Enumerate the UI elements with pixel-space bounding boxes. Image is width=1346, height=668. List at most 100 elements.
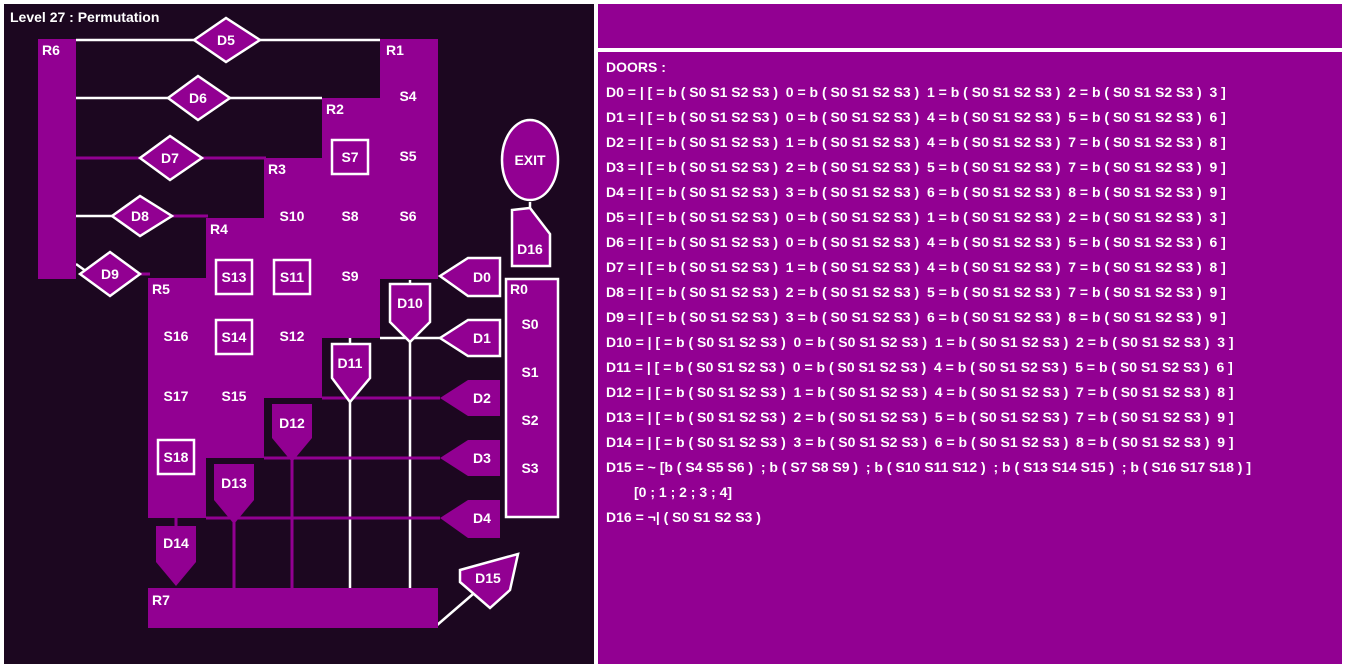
door-d0: [437, 256, 502, 298]
door-d15: [458, 552, 520, 610]
switch-s3: S3: [521, 460, 538, 476]
exit-label: EXIT: [514, 152, 546, 168]
rule-d9: D9 = | [ = b ( S0 S1 S2 S3 ) 3 = b ( S0 …: [606, 309, 1226, 325]
rule-d3: D3 = | [ = b ( S0 S1 S2 S3 ) 2 = b ( S0 …: [606, 159, 1226, 175]
door-label-d12: D12: [279, 415, 305, 431]
door-label-d2: D2: [473, 390, 491, 406]
switch-s12: S12: [280, 328, 305, 344]
rule-d8: D8 = | [ = b ( S0 S1 S2 S3 ) 2 = b ( S0 …: [606, 284, 1226, 300]
purple-doors[interactable]: [156, 380, 500, 586]
room-r6: [38, 39, 76, 279]
rule-d11: D11 = | [ = b ( S0 S1 S2 S3 ) 0 = b ( S0…: [606, 359, 1233, 375]
room-label-r5: R5: [152, 281, 170, 297]
rule-d12: D12 = | [ = b ( S0 S1 S2 S3 ) 1 = b ( S0…: [606, 384, 1234, 400]
switch-s9: S9: [341, 268, 358, 284]
game-board: EXIT: [4, 4, 594, 664]
switch-s1: S1: [521, 364, 538, 380]
room-r0: [504, 277, 560, 519]
room-r7: [148, 588, 438, 628]
door-d4: [440, 500, 500, 538]
door-label-d4: D4: [473, 510, 491, 526]
room-label-r6: R6: [42, 42, 60, 58]
door-label-d6: D6: [189, 90, 207, 106]
switch-s14: S14: [222, 329, 247, 345]
switch-s17: S17: [164, 388, 189, 404]
exit-node[interactable]: [500, 118, 560, 202]
door-label-d5: D5: [217, 32, 235, 48]
door-d6: [165, 74, 233, 122]
doors-heading: DOORS :: [606, 59, 666, 75]
door-d8: [109, 194, 175, 238]
switch-boxes: [156, 138, 370, 476]
rule-d0: D0 = | [ = b ( S0 S1 S2 S3 ) 0 = b ( S0 …: [606, 84, 1226, 100]
door-d14: [156, 526, 196, 586]
rule-d15-values: [0 ; 1 ; 2 ; 3 ; 4]: [634, 484, 733, 500]
switch-s7: S7: [341, 149, 358, 165]
switch-s11: S11: [280, 269, 304, 285]
level-map: EXIT: [38, 16, 560, 628]
room-label-r4: R4: [210, 221, 228, 237]
switch-s5: S5: [399, 148, 416, 164]
room-label-r7: R7: [152, 592, 170, 608]
door-label-d14: D14: [163, 535, 189, 551]
switch-s8: S8: [341, 208, 358, 224]
door-label-d16: D16: [517, 241, 543, 257]
switch-s16: S16: [164, 328, 189, 344]
door-d13: [214, 464, 254, 524]
rule-d13: D13 = | [ = b ( S0 S1 S2 S3 ) 2 = b ( S0…: [606, 409, 1234, 425]
door-label-d15: D15: [475, 570, 501, 586]
rule-d1: D1 = | [ = b ( S0 S1 S2 S3 ) 0 = b ( S0 …: [606, 109, 1226, 125]
rule-d2: D2 = | [ = b ( S0 S1 S2 S3 ) 1 = b ( S0 …: [606, 134, 1226, 150]
room-label-r1: R1: [386, 42, 404, 58]
door-d7: [137, 134, 205, 182]
door-label-d11: D11: [338, 355, 363, 371]
doors[interactable]: [77, 16, 552, 610]
door-d2: [440, 380, 500, 416]
switch-s13: S13: [222, 269, 247, 285]
door-d3: [440, 440, 500, 476]
door-d9: [77, 250, 143, 298]
door-label-d9: D9: [101, 266, 119, 282]
rooms: [38, 39, 438, 628]
rule-d16: D16 = ¬| ( S0 S1 S2 S3 ): [606, 509, 761, 525]
level-title: Level 27 : Permutation: [10, 9, 160, 25]
rules-panel: DOORS : D0 = | [ = b ( S0 S1 S2 S3 ) 0 =…: [598, 52, 1342, 664]
rule-d15: D15 = ~ [b ( S4 S5 S6 ) ; b ( S7 S8 S9 )…: [606, 459, 1252, 475]
door-label-d10: D10: [397, 295, 423, 311]
switch-s18: S18: [164, 449, 189, 465]
door-label-d1: D1: [473, 330, 491, 346]
room-label-r0: R0: [510, 281, 528, 297]
rule-d5: D5 = | [ = b ( S0 S1 S2 S3 ) 0 = b ( S0 …: [606, 209, 1226, 225]
rule-d6: D6 = | [ = b ( S0 S1 S2 S3 ) 0 = b ( S0 …: [606, 234, 1226, 250]
door-d10: [388, 282, 432, 344]
door-label-d7: D7: [161, 150, 179, 166]
door-label-d13: D13: [221, 475, 247, 491]
switch-s4: S4: [399, 88, 416, 104]
door-d16: [510, 206, 552, 268]
door-labels: D5 D6 D7 D8 D9 D0 D1 D2 D3 D4 D16 D10 D1…: [101, 32, 543, 586]
rule-d14: D14 = | [ = b ( S0 S1 S2 S3 ) 3 = b ( S0…: [606, 434, 1234, 450]
door-d1: [437, 318, 502, 358]
rule-d4: D4 = | [ = b ( S0 S1 S2 S3 ) 3 = b ( S0 …: [606, 184, 1226, 200]
rule-d7: D7 = | [ = b ( S0 S1 S2 S3 ) 1 = b ( S0 …: [606, 259, 1226, 275]
door-label-d3: D3: [473, 450, 491, 466]
switch-labels: S4 S5 S6 S7 S8 S9 S10 S11 S12 S13 S14 S1…: [164, 88, 539, 476]
door-d12: [272, 404, 312, 462]
room-r2: [322, 98, 380, 338]
switch-s0: S0: [521, 316, 538, 332]
room-label-r3: R3: [268, 161, 286, 177]
switch-s6: S6: [399, 208, 416, 224]
room-label-r2: R2: [326, 101, 344, 117]
door-label-d0: D0: [473, 269, 491, 285]
door-label-d8: D8: [131, 208, 149, 224]
switch-s15: S15: [222, 388, 247, 404]
room-r5: [148, 278, 206, 518]
door-d5: [191, 16, 263, 64]
room-r1: [380, 39, 438, 279]
door-d11: [330, 342, 372, 405]
switch-s10: S10: [280, 208, 305, 224]
rule-d10: D10 = | [ = b ( S0 S1 S2 S3 ) 0 = b ( S0…: [606, 334, 1234, 350]
room-labels: R6 R1 R2 R3 R4 R5 R0 R7: [42, 42, 528, 608]
top-panel: [598, 4, 1342, 48]
switch-s2: S2: [521, 412, 538, 428]
